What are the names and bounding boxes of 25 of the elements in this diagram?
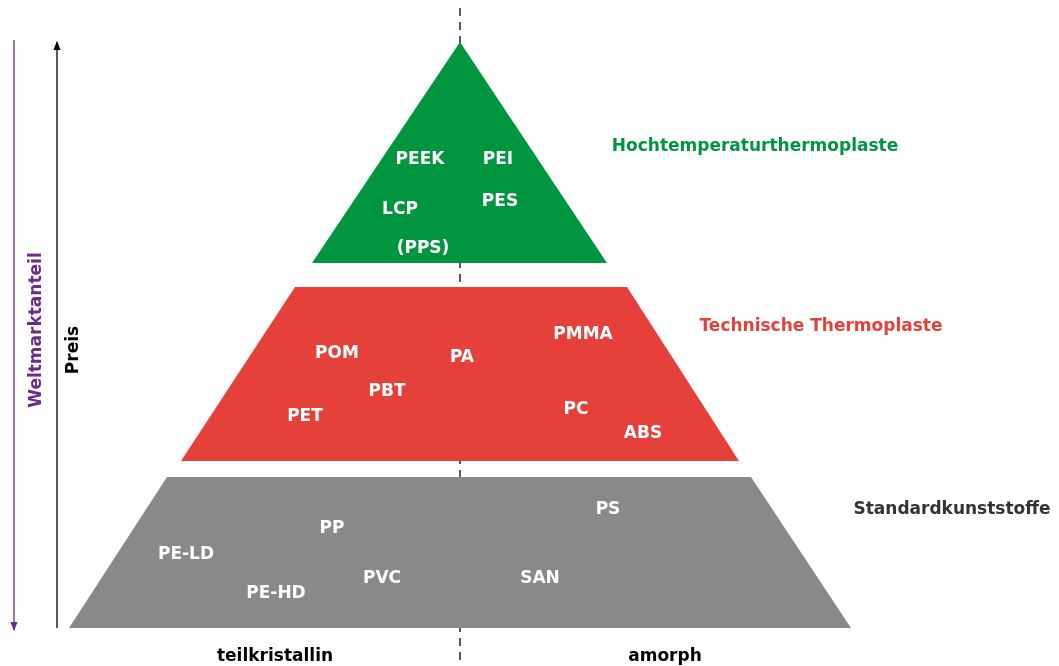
polymer-label: PEEK: [395, 148, 445, 168]
axis-label: Preis: [62, 325, 82, 375]
tier-heading: Technische Thermoplaste: [699, 315, 943, 335]
polymer-label: PA: [449, 346, 475, 366]
polymer-label: PS: [595, 498, 621, 518]
polymer-label: PBT: [368, 380, 406, 400]
polymer-label: PE-LD: [157, 543, 215, 563]
tier-heading: Hochtemperaturthermoplaste: [611, 135, 899, 155]
category-label: teilkristallin: [216, 645, 334, 665]
polymer-label: PVC: [362, 567, 402, 587]
polymer-label: PC: [563, 398, 589, 418]
polymer-label: SAN: [520, 567, 560, 587]
tier-heading: Standardkunststoffe: [853, 498, 1051, 518]
polymer-label: LCP: [382, 198, 418, 218]
polymer-label: PET: [287, 405, 323, 425]
polymer-label: ABS: [623, 422, 663, 442]
category-label: amorph: [628, 645, 702, 665]
polymer-label: PES: [481, 190, 519, 210]
polymer-label: PE-HD: [246, 582, 306, 602]
polymer-label: POM: [315, 342, 359, 362]
polymer-label: PMMA: [553, 323, 613, 343]
polymer-label: PEI: [482, 148, 514, 168]
polymer-label: (PPS): [396, 237, 450, 257]
axis-label: Weltmarktanteil: [25, 252, 45, 408]
polymer-label: PP: [319, 517, 345, 537]
